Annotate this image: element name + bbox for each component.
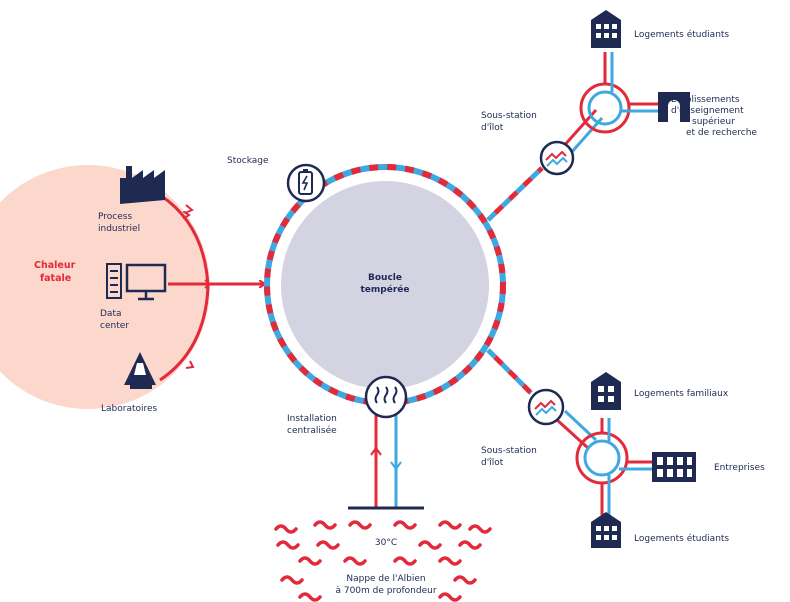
- higher-ed-label-2: d'enseignement: [671, 106, 744, 116]
- higher-ed-label-3: supérieur: [692, 116, 735, 127]
- data-center-label-2: center: [100, 321, 129, 331]
- waste-heat-label-2: fatale: [40, 273, 71, 284]
- higher-ed-label-1: Établissements: [671, 93, 740, 105]
- process-label-1: Process: [98, 212, 132, 222]
- bottom-substation: [527, 388, 652, 515]
- server-icon: [106, 263, 122, 299]
- top-substation-label-1: Sous-station: [481, 111, 537, 121]
- bottom-student-housing-label: Logements étudiants: [634, 533, 729, 544]
- temperature-label: 30°C: [375, 538, 397, 548]
- waste-heat-zone: [0, 165, 210, 409]
- heat-exchanger-icon: [545, 150, 568, 167]
- higher-ed-label-4: et de recherche: [686, 128, 757, 138]
- building-icon: [591, 10, 621, 48]
- family-housing-label: Logements familiaux: [634, 389, 729, 399]
- aquifer-waves: [274, 520, 492, 602]
- waves-icon: [374, 386, 398, 404]
- lab-label: Laboratoires: [101, 404, 158, 414]
- loop-label-2: tempérée: [361, 284, 410, 295]
- bottom-substation-label-1: Sous-station: [481, 446, 537, 456]
- university-icon: [658, 92, 690, 122]
- building-icon: [591, 512, 621, 548]
- top-student-housing-label: Logements étudiants: [634, 29, 729, 40]
- waste-heat-label-1: Chaleur: [34, 260, 76, 271]
- storage-label: Stockage: [227, 156, 269, 166]
- central-installation: [348, 375, 424, 510]
- heat-arrows: [184, 204, 212, 369]
- lab-flask-icon: [124, 352, 156, 389]
- heat-exchanger-icon: [534, 399, 557, 416]
- factory-icon: [120, 166, 165, 204]
- companies-label: Entreprises: [714, 463, 765, 473]
- process-label-2: industriel: [98, 224, 140, 234]
- top-substation-label-2: d'îlot: [481, 123, 504, 133]
- bottom-substation-label-2: d'îlot: [481, 458, 504, 468]
- aquifer-label-1: Nappe de l'Albien: [346, 574, 425, 584]
- installation-label-2: centralisée: [287, 425, 337, 436]
- building-icon: [591, 372, 621, 410]
- heat-source-pipes: [159, 193, 264, 382]
- aquifer-label-2: à 700m de profondeur: [335, 586, 436, 596]
- pipe-to-top-substation: [486, 166, 544, 222]
- storage-node: [286, 163, 326, 203]
- monitor-icon: [125, 263, 167, 301]
- installation-label-1: Installation: [287, 414, 337, 424]
- office-icon: [652, 452, 696, 482]
- data-center-label-1: Data: [100, 309, 122, 319]
- top-substation: [539, 52, 658, 176]
- loop-label-1: Boucle: [368, 273, 402, 283]
